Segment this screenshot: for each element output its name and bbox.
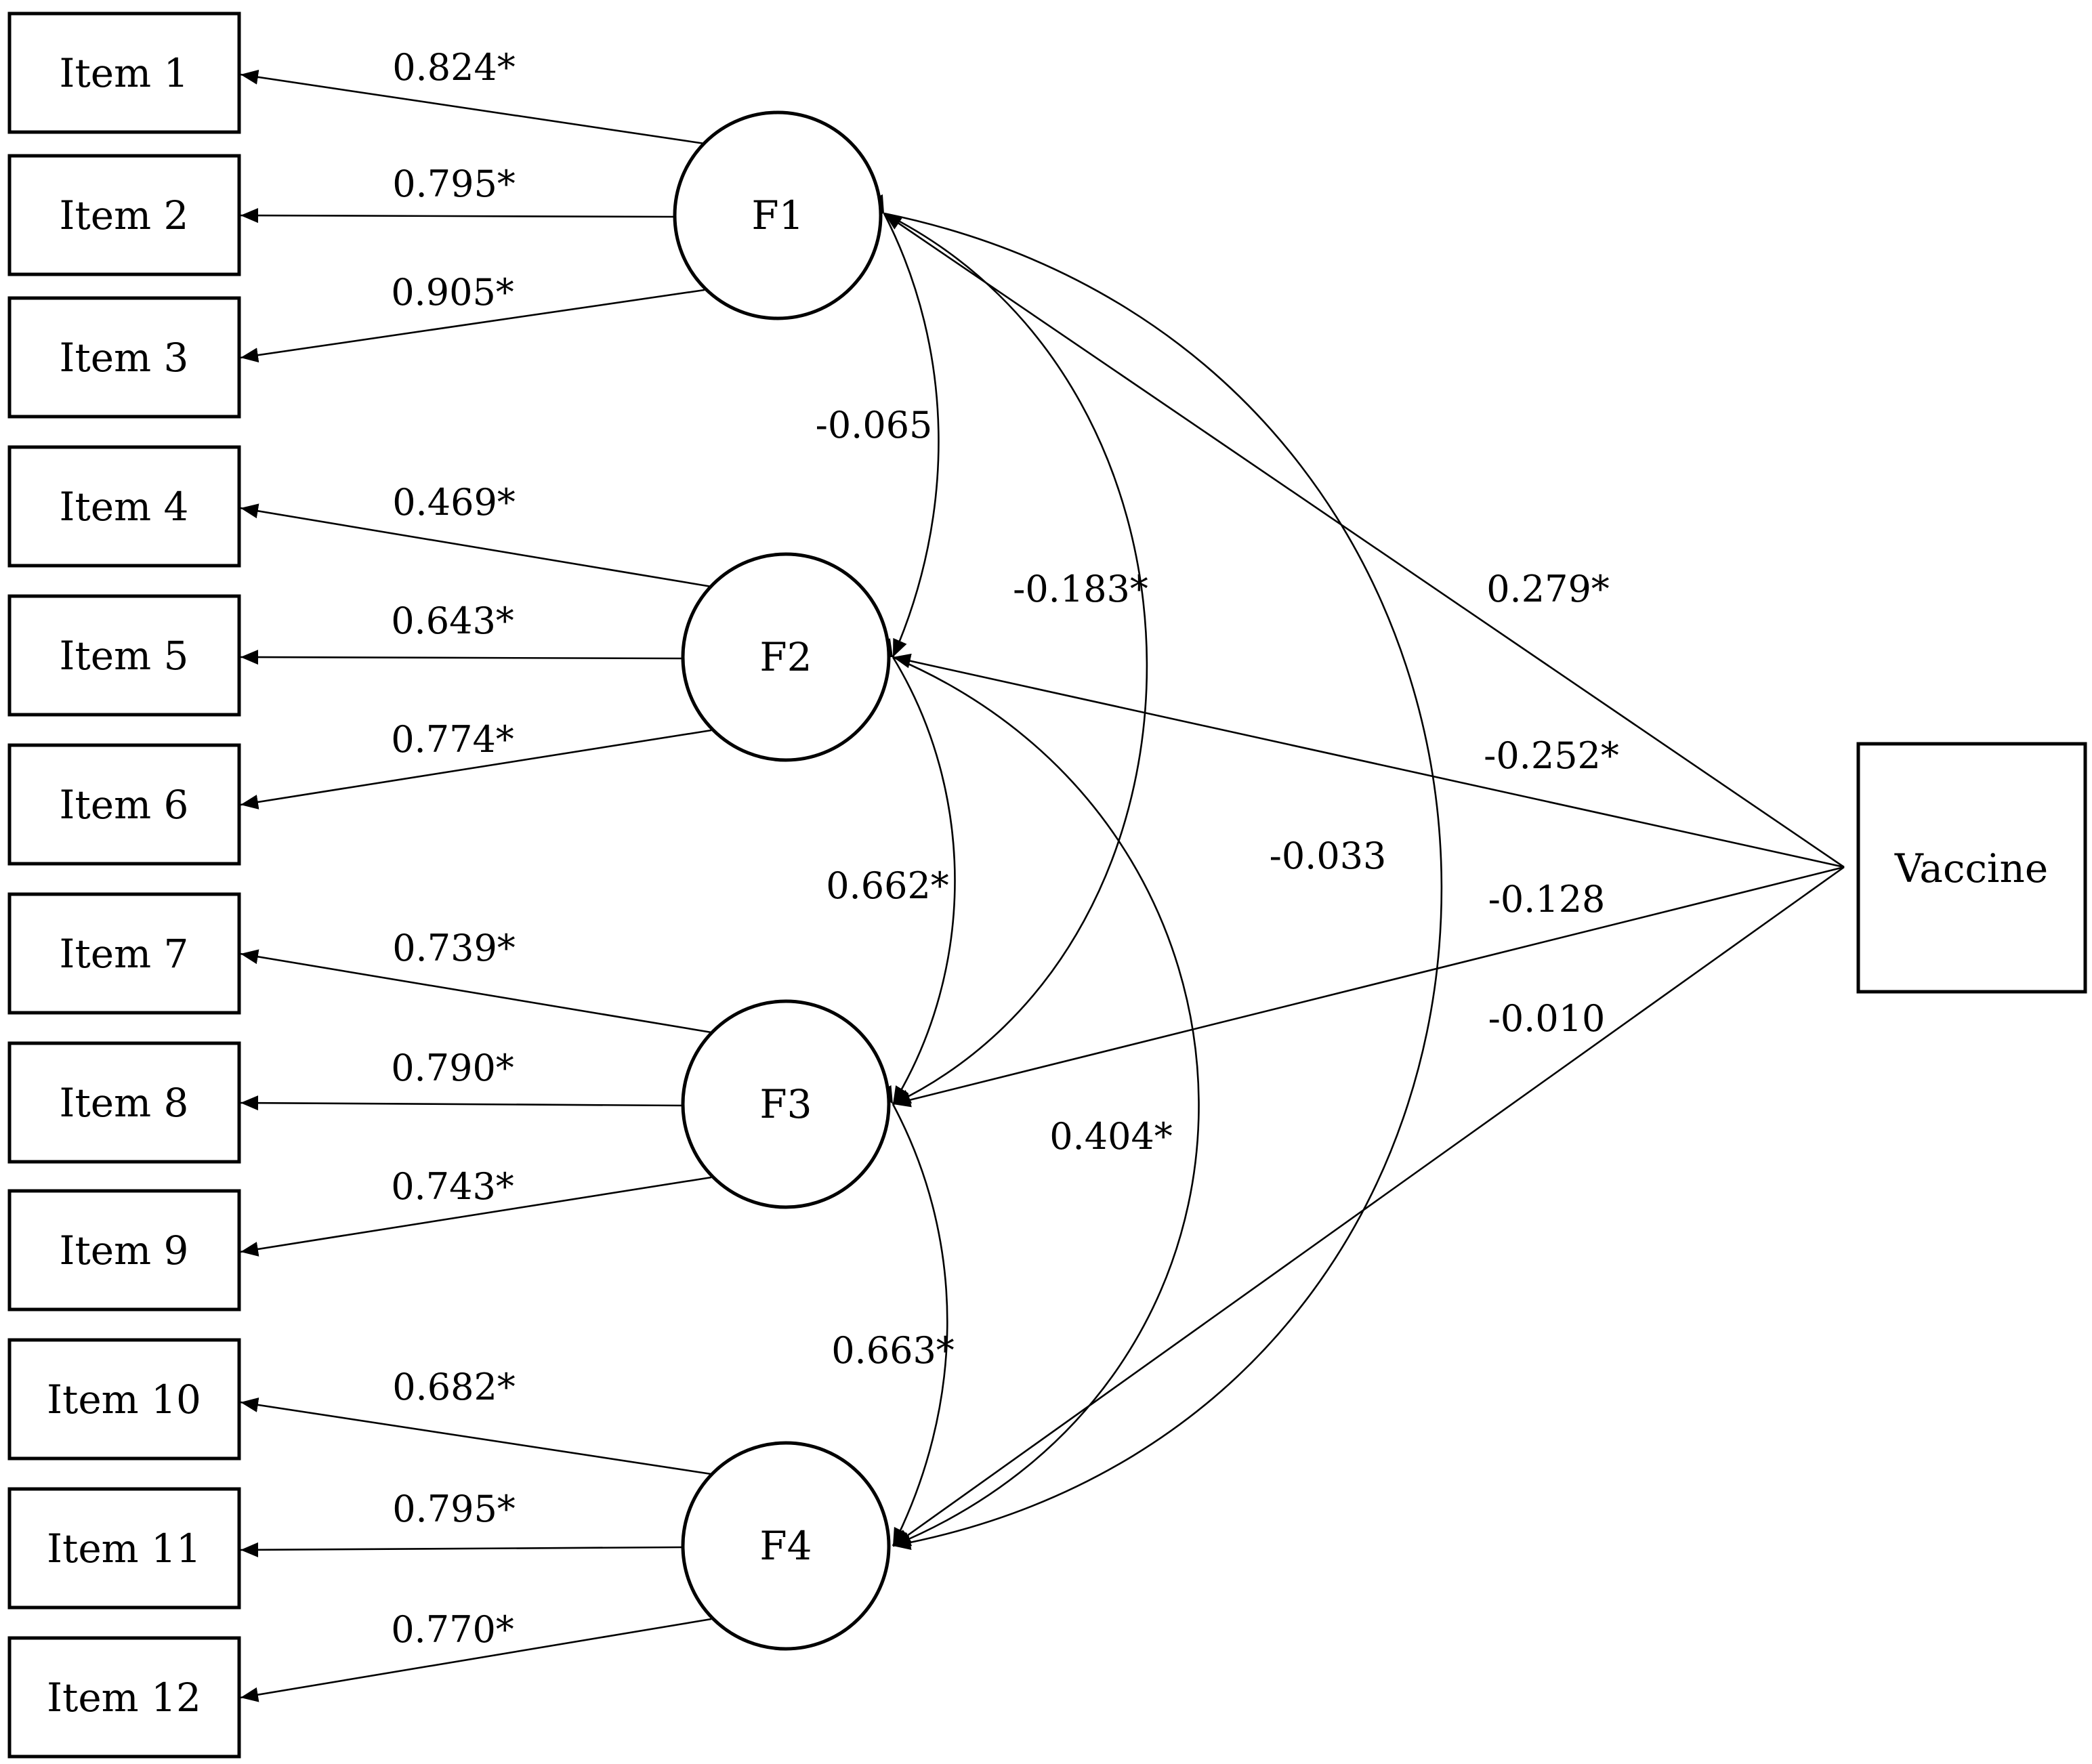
path-f2-vaccine	[892, 653, 1845, 868]
correlation-labels: -0.065 -0.183* -0.033 0.662* 0.404* 0.66…	[816, 404, 1387, 1372]
loading-item-1	[240, 69, 705, 145]
factor-label: F1	[751, 192, 803, 238]
item-label: Item 3	[60, 335, 189, 381]
corr-f2-f4	[873, 643, 1200, 1547]
loading-label: 0.682*	[392, 1366, 516, 1408]
corr-f1-f3	[864, 198, 1148, 1106]
item-label: Item 2	[60, 192, 189, 238]
item-label: Item 8	[60, 1080, 189, 1126]
loading-label: 0.905*	[391, 271, 514, 314]
item-box: Item 8	[7, 1041, 241, 1164]
loading-paths	[240, 69, 712, 1702]
loading-label: 0.795*	[392, 1488, 516, 1530]
item-box: Item 3	[7, 296, 241, 419]
loading-item-12	[240, 1618, 712, 1702]
path-label-f3-vaccine: -0.128	[1488, 878, 1606, 921]
path-label-f1-vaccine: 0.279*	[1486, 568, 1610, 610]
path-f1-vaccine	[883, 212, 1845, 868]
loading-item-2	[240, 208, 675, 224]
corr-f3-f4	[878, 1085, 948, 1547]
factor-label: F4	[759, 1523, 812, 1569]
item-label: Item 5	[60, 633, 189, 679]
corr-label-f1-f2: -0.065	[816, 404, 933, 446]
vaccine-label: Vaccine	[1894, 845, 2048, 891]
item-boxes: Item 1 Item 2 Item 3 Item 4 Item 5 Item …	[7, 12, 241, 1759]
loading-item-10	[240, 1398, 712, 1475]
path-f4-vaccine	[892, 866, 1845, 1547]
loading-item-4	[240, 503, 712, 588]
path-label-f4-vaccine: -0.010	[1488, 997, 1606, 1040]
item-box: Item 2	[7, 154, 241, 276]
corr-label-f2-f4: 0.404*	[1049, 1115, 1173, 1158]
item-box: Item 9	[7, 1189, 241, 1311]
factor-label: F2	[759, 634, 812, 680]
corr-label-f1-f4: -0.033	[1270, 835, 1387, 877]
item-box: Item 6	[7, 743, 241, 866]
item-label: Item 4	[60, 484, 189, 530]
factor-label: F3	[759, 1081, 812, 1127]
item-label: Item 6	[60, 782, 189, 828]
item-box: Item 10	[7, 1338, 241, 1461]
item-label: Item 12	[47, 1675, 201, 1721]
item-box: Item 1	[7, 12, 241, 134]
loading-label: 0.790*	[391, 1047, 514, 1089]
factor-node-f1: F1	[673, 110, 883, 320]
path-labels: 0.279* -0.252* -0.128 -0.010	[1484, 568, 1619, 1040]
factor-node-f2: F2	[681, 552, 891, 762]
loading-label: 0.774*	[391, 718, 514, 761]
factor-node-f3: F3	[681, 999, 891, 1209]
item-box: Item 7	[7, 892, 241, 1015]
factor-correlations	[864, 194, 1443, 1551]
corr-label-f2-f3: 0.662*	[826, 864, 949, 907]
vaccine-box: Vaccine	[1856, 742, 2087, 994]
item-label: Item 7	[60, 931, 189, 977]
item-box: Item 4	[7, 445, 241, 568]
structural-paths	[883, 212, 1845, 1547]
item-box: Item 12	[7, 1636, 241, 1759]
loading-item-7	[240, 949, 712, 1034]
loading-label: 0.795*	[392, 163, 516, 205]
corr-label-f3-f4: 0.663*	[831, 1329, 955, 1372]
item-label: Item 1	[60, 50, 189, 96]
loading-label: 0.469*	[392, 481, 516, 524]
loading-item-9	[240, 1176, 712, 1257]
loading-label: 0.770*	[391, 1608, 514, 1651]
loading-item-5	[240, 650, 685, 665]
item-box: Item 5	[7, 594, 241, 717]
path-label-f2-vaccine: -0.252*	[1484, 734, 1619, 777]
loading-item-8	[240, 1095, 685, 1111]
loading-labels: 0.824* 0.795* 0.905* 0.469* 0.643* 0.774…	[391, 46, 516, 1651]
loading-label: 0.739*	[392, 927, 516, 969]
path-f3-vaccine	[892, 866, 1845, 1108]
loading-label: 0.743*	[391, 1165, 514, 1208]
loading-item-6	[240, 729, 712, 810]
corr-f1-f4	[865, 202, 1443, 1551]
loading-item-3	[240, 289, 705, 363]
loading-label: 0.643*	[391, 600, 514, 642]
corr-f2-f3	[877, 638, 956, 1105]
item-label: Item 11	[47, 1526, 201, 1572]
loading-label: 0.824*	[392, 46, 516, 89]
item-box: Item 11	[7, 1487, 241, 1610]
item-label: Item 10	[47, 1377, 201, 1423]
item-label: Item 9	[60, 1227, 189, 1274]
corr-label-f1-f3: -0.183*	[1013, 568, 1148, 610]
factor-nodes: F1 F2 F3 F4	[673, 110, 891, 1651]
loading-item-11	[240, 1542, 685, 1557]
factor-node-f4: F4	[681, 1441, 891, 1651]
